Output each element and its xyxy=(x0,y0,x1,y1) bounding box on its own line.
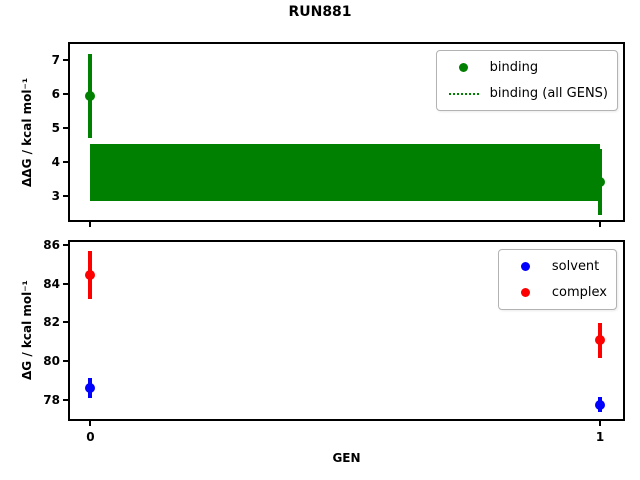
legend-label-binding-all-gens: binding (all GENS) xyxy=(489,86,608,101)
all-gens-mean-line xyxy=(90,171,601,174)
bottom-subplot: 78 80 82 84 86 0 1 ΔG / kcal mol⁻¹ GEN solvent… xyxy=(20,238,625,465)
y-tick-mark xyxy=(63,360,68,363)
y-tick-label: 86 xyxy=(43,238,60,253)
y-tick-mark xyxy=(63,194,68,197)
x-tick-mark xyxy=(599,222,602,227)
solvent-dot-icon-wrap xyxy=(508,262,544,271)
dotted-line-icon-wrap xyxy=(446,92,482,95)
y-tick-label: 6 xyxy=(51,86,60,101)
y-tick-label: 7 xyxy=(51,52,60,67)
y-tick-mark xyxy=(63,126,68,129)
y-tick-label: 84 xyxy=(43,276,60,291)
legend-item-complex: complex xyxy=(508,281,607,304)
legend-item-solvent: solvent xyxy=(508,255,607,278)
y-tick-mark xyxy=(63,321,68,324)
figure-title: RUN881 xyxy=(288,4,352,20)
x-axis-label: GEN xyxy=(332,451,361,465)
legend-item-binding: binding xyxy=(446,56,608,79)
legend-label-complex: complex xyxy=(551,285,607,300)
y-tick-mark xyxy=(63,282,68,285)
bottom-y-axis-label: ΔG / kcal mol⁻¹ xyxy=(20,280,34,381)
solvent-point xyxy=(85,382,96,393)
y-tick-label: 78 xyxy=(43,392,60,407)
solvent-point xyxy=(595,399,606,410)
x-tick-mark xyxy=(89,421,92,426)
top-legend: binding binding (all GENS) xyxy=(435,50,618,111)
dotted-line-icon xyxy=(448,92,479,95)
complex-point xyxy=(595,335,606,346)
x-tick-mark xyxy=(89,222,92,227)
y-tick-label: 80 xyxy=(43,354,60,369)
y-tick-mark xyxy=(63,398,68,401)
y-tick-label: 5 xyxy=(51,120,60,135)
x-tick-mark xyxy=(599,421,602,426)
y-tick-label: 3 xyxy=(51,188,60,203)
bottom-plot-area: 78 80 82 84 86 0 1 xyxy=(43,238,623,444)
x-tick-label: 0 xyxy=(86,430,95,444)
y-tick-mark xyxy=(63,160,68,163)
complex-dot-icon-wrap xyxy=(508,288,544,297)
top-plot-area: 3 4 5 6 7 xyxy=(52,44,623,227)
green-dot-icon xyxy=(459,63,469,72)
red-dot-icon xyxy=(521,288,531,297)
binding-point xyxy=(85,90,96,101)
legend-item-binding-all-gens: binding (all GENS) xyxy=(446,82,608,105)
y-tick-mark xyxy=(63,92,68,95)
legend-label-solvent: solvent xyxy=(551,259,600,274)
blue-dot-icon xyxy=(521,262,531,271)
y-tick-label: 82 xyxy=(43,315,60,330)
binding-point xyxy=(595,176,606,187)
legend-label-binding: binding xyxy=(489,60,539,75)
binding-dot-icon xyxy=(446,63,482,72)
top-subplot: 3 4 5 6 7 ΔΔG / kcal mol⁻¹ binding binding (… xyxy=(20,42,625,227)
y-tick-mark xyxy=(63,58,68,61)
x-tick-label: 1 xyxy=(595,430,605,444)
y-tick-label: 4 xyxy=(51,154,60,169)
bottom-legend: solvent complex xyxy=(497,249,617,310)
complex-point xyxy=(85,270,96,281)
y-tick-mark xyxy=(63,244,68,247)
top-y-axis-label: ΔΔG / kcal mol⁻¹ xyxy=(20,77,34,187)
